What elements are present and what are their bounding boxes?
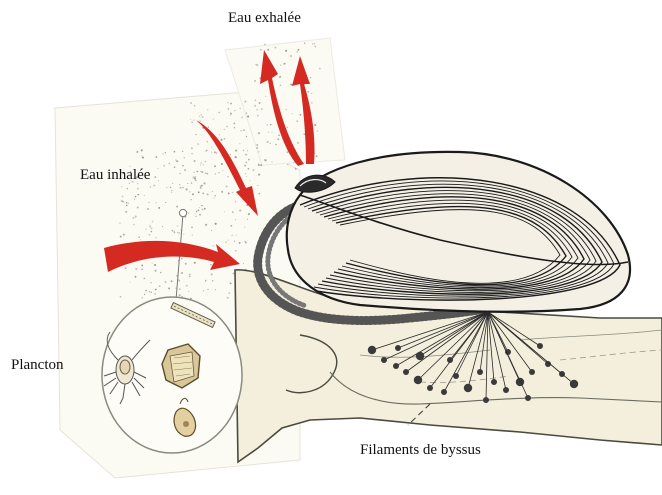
exhaled-water-label: Eau exhalée (228, 11, 301, 26)
plankton-label: Plancton (11, 358, 64, 373)
byssus-threads-label: Filaments de byssus (360, 443, 481, 458)
pointer-dot (179, 209, 186, 216)
mussel-shell (287, 152, 630, 312)
plankton-magnifier (102, 297, 242, 453)
inhaled-water-label: Eau inhalée (80, 168, 150, 183)
